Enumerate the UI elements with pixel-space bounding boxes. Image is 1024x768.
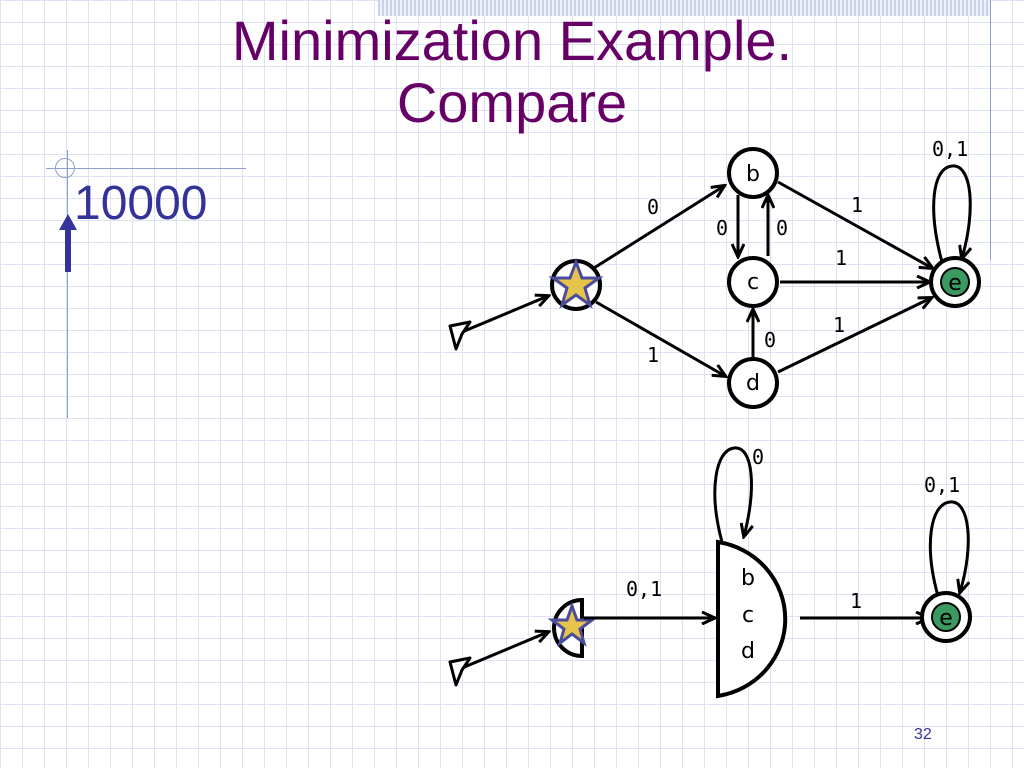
decorative-horizontal-rule bbox=[46, 168, 246, 169]
slide-title: Minimization Example. Compare bbox=[0, 10, 1024, 134]
edge-e-self-loop bbox=[932, 164, 971, 262]
title-line-1: Minimization Example. bbox=[231, 9, 793, 72]
edge-bcd-self-loop bbox=[713, 446, 752, 543]
label-e-self: 0,1 bbox=[932, 137, 968, 161]
svg-text:d: d bbox=[741, 639, 755, 664]
star-icon-minimized bbox=[547, 601, 597, 647]
svg-text:b: b bbox=[741, 566, 755, 591]
state-e-final: e bbox=[929, 256, 981, 308]
start-arrow bbox=[448, 296, 548, 351]
title-line-2: Compare bbox=[396, 71, 628, 134]
edge-start-to-b bbox=[593, 186, 724, 270]
state-b: b bbox=[727, 147, 779, 199]
decorative-vertical-rule bbox=[67, 150, 68, 418]
svg-text:c: c bbox=[742, 603, 754, 628]
svg-text:b: b bbox=[746, 162, 760, 187]
label-start-to-bcd: 0,1 bbox=[626, 577, 662, 601]
label-bcd-to-e: 1 bbox=[850, 589, 862, 613]
svg-text:e: e bbox=[948, 271, 962, 296]
state-bcd-merged: b c d bbox=[716, 539, 788, 699]
label-bcd-self: 0 bbox=[752, 445, 764, 469]
minimized-dfa: b c d e 0,1 0 1 0,1 bbox=[448, 445, 972, 699]
decorative-top-band bbox=[378, 0, 990, 16]
label-start-to-b: 0 bbox=[647, 195, 659, 219]
edge-b-to-e bbox=[777, 180, 932, 268]
start-state-minimized bbox=[547, 597, 597, 659]
edge-e-self-loop-minimized bbox=[928, 500, 968, 597]
decorative-right-rule bbox=[990, 0, 991, 260]
state-c: c bbox=[727, 256, 779, 308]
start-arrow-minimized bbox=[448, 632, 548, 687]
original-dfa: b c d e 0 1 0 0 0 1 1 1 0,1 bbox=[448, 137, 981, 409]
svg-text:c: c bbox=[747, 270, 759, 295]
label-d-to-e: 1 bbox=[833, 313, 845, 337]
decorative-circle bbox=[55, 158, 75, 178]
svg-text:e: e bbox=[939, 606, 953, 631]
start-state bbox=[548, 257, 604, 311]
label-c-to-b: 0 bbox=[776, 216, 788, 240]
state-d: d bbox=[727, 357, 779, 409]
head-pointer-arrow-icon bbox=[59, 214, 77, 272]
edge-d-to-e bbox=[777, 298, 931, 374]
page-number: 32 bbox=[914, 726, 932, 743]
star-icon bbox=[548, 257, 604, 309]
svg-text:d: d bbox=[746, 371, 760, 396]
label-d-to-c: 0 bbox=[764, 328, 776, 352]
label-e-self-minimized: 0,1 bbox=[924, 473, 960, 497]
label-c-to-e: 1 bbox=[835, 246, 847, 270]
edge-start-to-d bbox=[595, 300, 725, 376]
input-string: 10000 bbox=[74, 177, 208, 230]
label-start-to-d: 1 bbox=[647, 343, 659, 367]
label-b-to-c: 0 bbox=[716, 216, 728, 240]
label-b-to-e: 1 bbox=[851, 193, 863, 217]
state-e-final-minimized: e bbox=[920, 591, 972, 643]
